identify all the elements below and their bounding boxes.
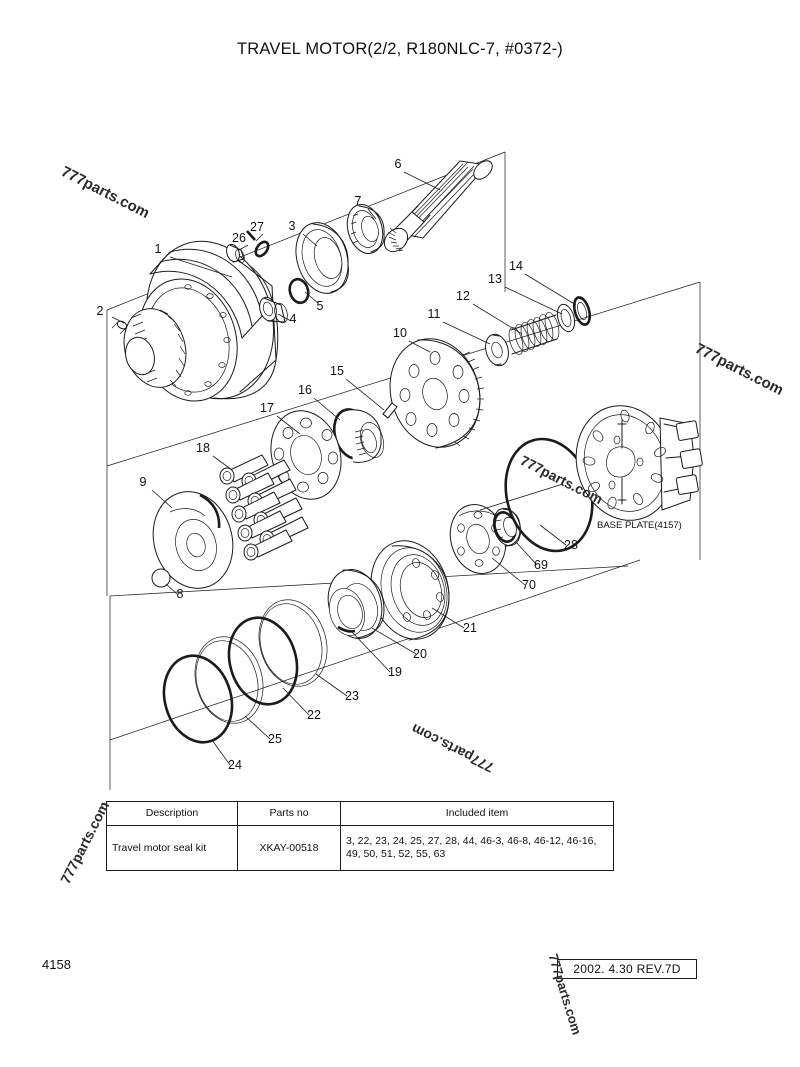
callout-number-11: 11	[428, 307, 441, 321]
page-number: 4158	[42, 957, 71, 972]
callout-number-16: 16	[298, 383, 312, 397]
callout-number-19: 19	[388, 665, 402, 679]
part-oring-24	[162, 654, 234, 744]
part-base-plate	[575, 405, 703, 521]
callout-number-23: 23	[345, 689, 359, 703]
part-oring-22	[227, 616, 299, 706]
column-header-description: Description	[106, 801, 238, 826]
part-cylinder-block-10	[389, 338, 485, 449]
column-header-included-item: Included item	[340, 801, 614, 826]
callout-number-25: 25	[268, 732, 282, 746]
part-pistons-18	[219, 454, 309, 561]
part-swash-plate-9	[152, 491, 234, 589]
part-bearing-16	[332, 408, 385, 463]
callout-number-7: 7	[355, 194, 362, 208]
callout-number-69: 69	[534, 558, 548, 572]
callout-number-1: 1	[155, 242, 162, 256]
cell-included-item: 3, 22, 23, 24, 25, 27, 28, 44, 46-3, 46-…	[340, 825, 614, 871]
part-oring-5	[288, 277, 310, 305]
callout-number-24: 24	[228, 758, 242, 772]
callout-number-10: 10	[393, 326, 407, 340]
part-bushing-26	[226, 243, 245, 264]
callout-number-2: 2	[97, 304, 104, 318]
callout-number-14: 14	[509, 259, 523, 273]
part-ball-8	[151, 568, 171, 588]
part-bearing-21	[370, 540, 450, 641]
part-bearing-3	[295, 222, 349, 294]
part-bearing-7	[346, 204, 385, 254]
parts-table: Description Parts no Included item Trave…	[106, 801, 614, 871]
part-sleeve-4	[259, 296, 288, 324]
part-oring-23	[258, 599, 328, 687]
cell-description: Travel motor seal kit	[106, 825, 238, 871]
part-snapring-14	[572, 296, 592, 326]
table-row: Travel motor seal kit XKAY-00518 3, 22, …	[106, 825, 614, 871]
part-washer-11	[485, 333, 509, 367]
part-pin-15	[382, 402, 398, 419]
leader-lines	[111, 171, 577, 766]
callout-number-9: 9	[140, 475, 147, 489]
part-shaft-6	[383, 160, 493, 253]
callout-number-12: 12	[456, 289, 470, 303]
callout-number-28: 28	[564, 538, 578, 552]
page-title: TRAVEL MOTOR(2/2, R180NLC-7, #0372-)	[236, 40, 563, 58]
callout-number-15: 15	[330, 364, 344, 378]
callout-number-layer: 1234567891011121314151617181920212223242…	[97, 157, 578, 772]
callout-number-13: 13	[488, 272, 502, 286]
callout-number-4: 4	[290, 312, 297, 326]
part-retainer-plate-17	[270, 410, 342, 500]
revision-stamp: 2002. 4.30 REV.7D	[557, 959, 697, 979]
callout-number-8: 8	[177, 587, 184, 601]
cell-parts-no: XKAY-00518	[237, 825, 341, 871]
part-spacer-19	[329, 588, 365, 636]
callout-number-18: 18	[196, 441, 210, 455]
base-plate-label: BASE PLATE(4157)	[597, 520, 682, 531]
callout-number-21: 21	[463, 621, 477, 635]
callout-number-3: 3	[289, 219, 296, 233]
part-plug-2	[111, 320, 128, 335]
callout-number-6: 6	[395, 157, 402, 171]
callout-number-5: 5	[317, 299, 324, 313]
part-oring-27	[246, 230, 270, 258]
part-oring-25	[194, 636, 264, 724]
callout-number-17: 17	[260, 401, 274, 415]
callout-number-22: 22	[307, 708, 321, 722]
callout-number-70: 70	[522, 578, 536, 592]
table-header-row: Description Parts no Included item	[106, 801, 614, 826]
callout-number-20: 20	[413, 647, 427, 661]
part-motor-housing	[111, 240, 279, 402]
callout-number-26: 26	[232, 231, 246, 245]
callout-number-27: 27	[250, 220, 264, 234]
part-valve-plate-70	[449, 504, 507, 574]
part-washer-13	[556, 303, 576, 333]
column-header-parts-no: Parts no	[237, 801, 341, 826]
